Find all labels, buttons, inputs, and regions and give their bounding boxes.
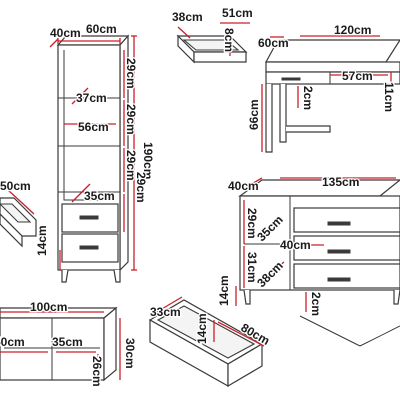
chest-leg-height-label: 14cm — [217, 275, 231, 306]
chest-drawer — [293, 207, 400, 233]
bookcase-shelf-gap-4-label: 29cm — [134, 172, 148, 203]
chest: 40cm 135cm 29cm 31cm 35cm 38cm 40cm 14cm… — [216, 174, 400, 347]
bookcase-handle — [79, 245, 99, 250]
chest-drawer-width-label: 40cm — [280, 238, 311, 252]
tv-stand-height-label: 30cm — [123, 338, 137, 369]
bookcase-width-label: 60cm — [86, 22, 117, 36]
chest-top — [238, 179, 400, 197]
tv-stand: 100cm 50cm 35cm 30cm 26cm — [0, 299, 138, 388]
bookcase-depth-label: 40cm — [50, 26, 81, 40]
desk-drawer-height-label: 11cm — [382, 82, 396, 112]
tv-stand-inner-height-label: 26cm — [90, 356, 104, 387]
big-drawer-side — [227, 342, 263, 388]
desk: 60cm 120cm 57cm 11cm 2cm 66cm — [246, 22, 400, 153]
bookcase-shelf-depth-label: 37cm — [76, 91, 107, 105]
bookcase-drawer-depth-label: 35cm — [84, 189, 115, 203]
desk-drawer-width-label: 57cm — [342, 69, 373, 83]
tv-stand-compartment-width-label: 50cm — [0, 335, 25, 349]
bookcase-shelf-gap-2-label: 29cm — [124, 104, 138, 135]
chest-drawer — [293, 263, 400, 289]
big-drawer-inner — [156, 305, 256, 359]
desk-height-label: 66cm — [247, 99, 261, 130]
big-drawer: 33cm 80cm 14cm — [149, 296, 273, 388]
bookcase-handle — [79, 215, 99, 220]
desk-width-label: 120cm — [334, 23, 371, 37]
desk-front-edge — [265, 61, 400, 73]
bookcase-height-label: 190cm — [141, 142, 155, 179]
desk-depth-label: 60cm — [258, 36, 289, 50]
bookcase-leg — [61, 269, 69, 283]
left-drawer-front — [0, 213, 23, 248]
small-drawer-height-label: 8cm — [222, 28, 236, 52]
chest-handle — [327, 277, 351, 282]
tv-stand-inner-depth-label: 35cm — [52, 335, 83, 349]
chest-handle — [327, 221, 351, 226]
left-drawer-depth-label: 50cm — [0, 179, 31, 193]
chest-depth-label: 40cm — [228, 179, 259, 193]
desk-leg — [265, 84, 273, 153]
chest-leg — [393, 289, 400, 305]
tv-stand-side — [103, 306, 117, 382]
desk-handle — [281, 77, 301, 81]
bookcase-shelf-gap-3-label: 29cm — [124, 150, 138, 181]
small-drawer-front — [193, 51, 247, 63]
chest-width-label: 135cm — [322, 175, 359, 189]
chest-clearance-label: 2cm — [309, 292, 323, 316]
desk-legroom-label: 2cm — [301, 86, 315, 110]
big-drawer-height-label: 14cm — [195, 313, 209, 344]
bookcase-inner — [63, 50, 114, 201]
small-drawer-width-label: 51cm — [222, 6, 253, 20]
desk-leg — [279, 84, 287, 143]
big-drawer-depth-label: 33cm — [150, 305, 181, 319]
bookcase-leg — [113, 269, 121, 283]
small-drawer-depth-label: 38cm — [172, 10, 203, 24]
bookcase: 40cm 60cm 37cm 56cm 35cm 14cm 190cm 29cm… — [34, 21, 156, 283]
desk-bar — [286, 125, 331, 133]
chest-shelf-gap-bottom-label: 31cm — [245, 252, 259, 283]
tv-stand-width-label: 100cm — [30, 300, 67, 314]
small-drawer: 38cm 51cm 8cm — [171, 5, 254, 64]
chest-handle — [327, 249, 351, 254]
left-drawer-inner — [0, 203, 32, 223]
small-drawer-inner — [182, 39, 240, 51]
bookcase-shelf-width-label: 56cm — [78, 120, 109, 134]
left-drawer: 50cm — [0, 178, 37, 248]
bookcase-shelf-gap-1-label: 29cm — [124, 58, 138, 89]
chest-leg — [243, 289, 251, 305]
bookcase-leg-height-label: 14cm — [35, 225, 49, 256]
chest-drawer — [293, 235, 400, 261]
chest-shelf-gap-top-label: 29cm — [245, 208, 259, 239]
